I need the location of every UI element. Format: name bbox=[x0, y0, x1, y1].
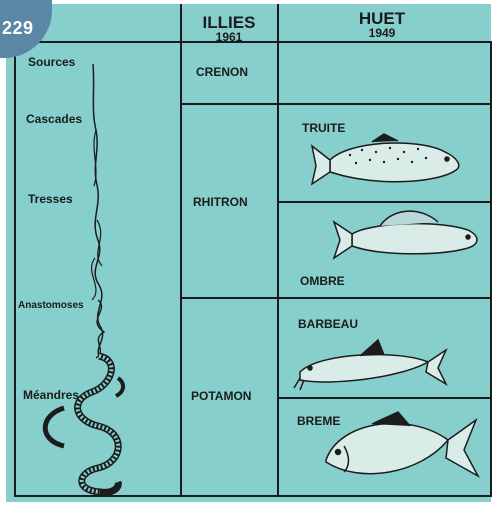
fish-truite: TRUITE bbox=[302, 121, 345, 135]
barbel-illustration bbox=[294, 340, 446, 390]
fish-breme: BREME bbox=[297, 414, 340, 428]
header-illies: ILLIES bbox=[174, 14, 284, 31]
zone-rhitron: RHITRON bbox=[193, 195, 248, 209]
stage-meandres: Méandres bbox=[23, 388, 79, 402]
header-huet: HUET bbox=[327, 10, 437, 27]
zone-potamon: POTAMON bbox=[191, 389, 251, 403]
stage-anastomoses: Anastomoses bbox=[18, 300, 84, 311]
header-illies-year: 1961 bbox=[174, 31, 284, 43]
grayling-illustration bbox=[334, 211, 477, 258]
stage-cascades: Cascades bbox=[26, 112, 82, 126]
zone-crenon: CRENON bbox=[196, 65, 248, 79]
header-huet-year: 1949 bbox=[327, 27, 437, 39]
stage-sources: Sources bbox=[28, 55, 75, 69]
fish-ombre: OMBRE bbox=[300, 274, 345, 288]
stage-tresses: Tresses bbox=[28, 192, 73, 206]
bream-illustration bbox=[326, 412, 478, 476]
page-number: 229 bbox=[2, 18, 34, 39]
river-drawing bbox=[45, 64, 123, 492]
trout-illustration bbox=[312, 134, 459, 184]
fish-barbeau: BARBEAU bbox=[298, 317, 358, 331]
